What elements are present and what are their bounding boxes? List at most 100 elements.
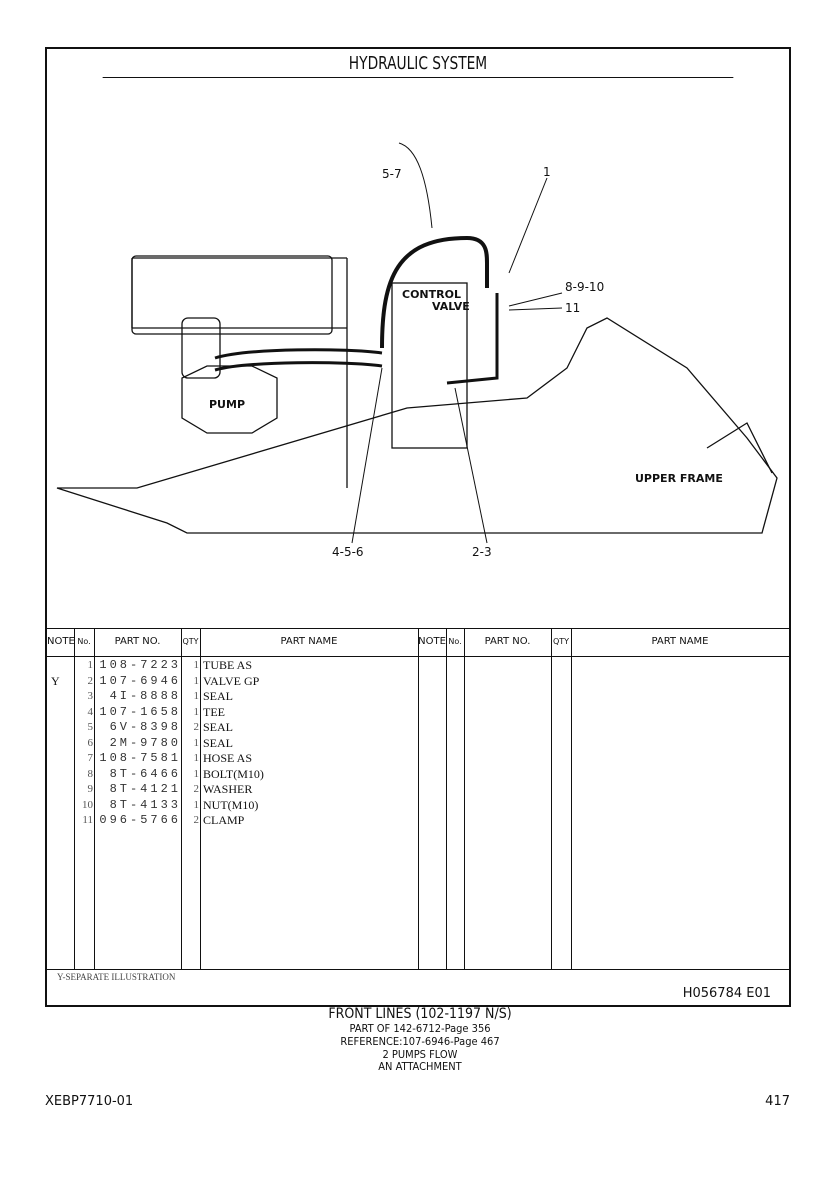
part-name: BOLT(M10) (203, 766, 264, 781)
part-name: CLAMP (203, 813, 245, 827)
quantity: 2 (193, 783, 200, 795)
item-number: 3 (87, 690, 94, 702)
quantity: 2 (193, 721, 200, 733)
tube-line (446, 293, 499, 385)
part-number: 8T-6466 (109, 766, 181, 781)
item-number: 5 (87, 721, 94, 733)
part-number: 8T-4133 (109, 797, 181, 812)
part-name: SEAL (203, 720, 233, 734)
header-note: NOTE (47, 636, 75, 647)
upper-frame-outline (56, 317, 778, 534)
part-number: 6V-8398 (109, 720, 181, 734)
item-number: 1 (87, 659, 94, 671)
item-number: 9 (87, 783, 94, 795)
part-number: 2M-9780 (109, 735, 181, 750)
quantity: 1 (193, 752, 200, 764)
caption-part-of: PART OF 142-6712-Page 356 (349, 1022, 491, 1035)
header-no: No. (77, 637, 91, 646)
pump-shape (181, 365, 278, 434)
item-number: 7 (87, 752, 94, 764)
callout-1: 1 (543, 165, 551, 179)
table-header: NOTE No. PART NO. QTY PART NAME NOTE No.… (47, 629, 789, 657)
caption-pumps-flow: 2 PUMPS FLOW (382, 1048, 458, 1061)
caption-attachment: AN ATTACHMENT (378, 1060, 462, 1073)
illustration-drawing: 5-7 1 8-9-10 11 4-5-6 2-3 CONTROL VALVE … (56, 142, 778, 559)
header-qty-2: QTY (552, 637, 570, 646)
header-qty: QTY (182, 637, 199, 646)
part-name: HOSE AS (203, 751, 253, 765)
quantity: 1 (193, 659, 200, 671)
leader-5-7 (398, 142, 433, 229)
item-number: 4 (87, 705, 94, 718)
item-number: 2 (87, 674, 94, 687)
engine-outline (131, 257, 348, 488)
callout-5-7: 5-7 (382, 167, 402, 181)
table-footer: Y-SEPARATE ILLUSTRATION H056784 E01 (47, 969, 789, 1006)
hose-line (380, 235, 489, 349)
callout-2-3: 2-3 (472, 545, 492, 559)
label-control: CONTROL (402, 288, 461, 301)
part-name: NUT(M10) (203, 797, 259, 812)
header-part-name-2: PART NAME (651, 636, 709, 647)
quantity: 2 (193, 814, 200, 826)
label-pump: PUMP (209, 398, 245, 411)
item-number: 10 (82, 798, 93, 811)
callout-8-9-10: 8-9-10 (565, 280, 604, 294)
part-number: 107-6946 (99, 673, 181, 688)
radiator-shape (131, 255, 333, 335)
item-number: 6 (87, 736, 94, 749)
label-valve: VALVE (432, 300, 470, 313)
quantity: 1 (193, 674, 200, 687)
part-name: VALVE GP (203, 673, 260, 688)
caption-title: FRONT LINES (102-1197 N/S) (328, 1006, 512, 1022)
parts-table: NOTE No. PART NO. QTY PART NAME NOTE No.… (47, 628, 789, 969)
part-number: 108-7581 (99, 751, 181, 765)
illustration-code: H056784 E01 (682, 986, 771, 1001)
page-number: 417 (765, 1094, 790, 1109)
parts-page-frame: HYDRAULIC SYSTEM 5-7 1 8-9-10 11 4-5-6 (45, 47, 791, 1007)
quantity: 1 (193, 705, 200, 718)
label-upper-frame: UPPER FRAME (635, 472, 723, 485)
header-part-no-2: PART NO. (484, 636, 531, 647)
part-name: WASHER (203, 782, 253, 796)
quantity: 1 (193, 736, 200, 749)
document-id: XEBP7710-01 (45, 1094, 134, 1109)
header-part-name: PART NAME (280, 636, 338, 647)
header-no-2: No. (448, 637, 462, 646)
quantity: 1 (193, 798, 200, 811)
callout-4-5-6: 4-5-6 (332, 545, 364, 559)
quantity: 1 (193, 767, 200, 780)
part-number: 4I-8888 (109, 689, 181, 703)
note: Y (51, 673, 60, 688)
part-number: 107-1658 (99, 704, 181, 719)
part-name: TUBE AS (203, 658, 253, 672)
part-number: 096-5766 (99, 813, 181, 827)
item-number: 8 (87, 767, 94, 780)
item-number: 11 (82, 814, 93, 826)
header-note-2: NOTE (418, 636, 446, 647)
callout-11: 11 (565, 301, 580, 315)
hydraulic-illustration: 5-7 1 8-9-10 11 4-5-6 2-3 CONTROL VALVE … (47, 78, 789, 628)
control-valve-body (391, 282, 468, 449)
separate-illustration-note: Y-SEPARATE ILLUSTRATION (57, 972, 176, 982)
header-part-no: PART NO. (114, 636, 161, 647)
part-number: 108-7223 (99, 658, 181, 672)
page-title: HYDRAULIC SYSTEM (102, 49, 734, 78)
quantity: 1 (193, 690, 200, 702)
part-name: SEAL (203, 689, 233, 703)
caption-reference: REFERENCE:107-6946-Page 467 (340, 1035, 500, 1048)
part-name: TEE (203, 704, 225, 719)
part-name: SEAL (203, 735, 233, 750)
part-number: 8T-4121 (109, 782, 181, 796)
